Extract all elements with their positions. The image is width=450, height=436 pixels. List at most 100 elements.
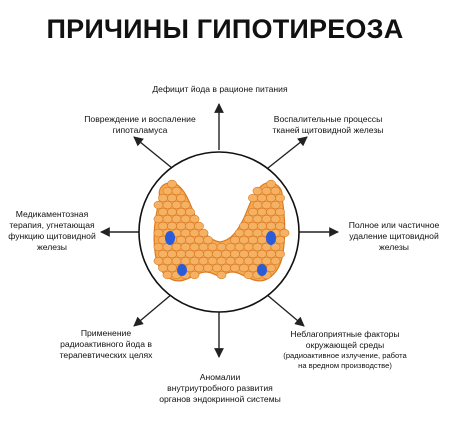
arrow-top-left [133, 136, 173, 169]
gland-cell [243, 270, 254, 280]
gland-cell [198, 242, 209, 252]
gland-cell [225, 242, 236, 252]
cause-bottom-right-line-1: Неблагоприятные факторы [290, 329, 400, 339]
gland-cell [207, 256, 218, 266]
gland-cell [153, 256, 164, 266]
gland-cell [171, 186, 182, 196]
gland-cell [221, 263, 231, 273]
cause-top-right-line-1: Воспалительные процессы [273, 114, 383, 124]
gland-cell [198, 256, 209, 266]
gland-cell [275, 221, 285, 231]
gland-cell [167, 221, 177, 231]
gland-cell [162, 256, 173, 266]
gland-cell [230, 263, 240, 273]
gland-cell [189, 214, 200, 224]
gland-cell [248, 193, 258, 203]
cause-bottom-left-line-3: терапевтических целях [59, 350, 153, 360]
cause-left-line-4: железы [37, 242, 67, 252]
gland-cell [261, 256, 272, 266]
gland-cell [252, 242, 263, 252]
gland-cell [180, 256, 191, 266]
gland-cell [176, 221, 186, 231]
gland-cell [252, 200, 263, 210]
cause-bottom-right-note-1: (радиоактивное излучение, работа [283, 351, 407, 360]
cause-bottom-line-3: органов эндокринной системы [159, 394, 281, 404]
gland-cell [189, 242, 200, 252]
gland-cell [221, 249, 231, 259]
gland-cell [162, 270, 173, 280]
gland-cell [171, 256, 182, 266]
gland-cell [266, 221, 276, 231]
gland-cell [270, 256, 281, 266]
gland-cell [248, 235, 258, 245]
gland-cell [207, 242, 218, 252]
gland-cell [176, 193, 186, 203]
gland-cell [266, 263, 276, 273]
gland-cell [185, 249, 195, 259]
gland-cell [212, 263, 222, 273]
gland-cell [189, 228, 200, 238]
gland-cells [153, 179, 290, 280]
gland-cell [243, 228, 254, 238]
gland-cell [257, 207, 267, 217]
gland-cell [176, 249, 186, 259]
nodule-left-lower [177, 264, 187, 276]
gland-cell [248, 263, 258, 273]
gland-cell [261, 186, 272, 196]
gland-cell [234, 228, 245, 238]
gland-cell [194, 235, 204, 245]
gland-cell [176, 235, 186, 245]
gland-cell [167, 179, 177, 189]
cause-top-right-line-2: тканей щитовидной железы [272, 125, 384, 135]
gland-cell [162, 186, 173, 196]
gland-cell [243, 214, 254, 224]
cause-bottom-right-note-2: на вредном производстве) [298, 361, 392, 370]
gland-cell [203, 263, 213, 273]
cause-top-right: Воспалительные процессы тканей щитовидно… [248, 114, 408, 136]
gland-cell [153, 214, 164, 224]
nodule-right-lower [257, 264, 267, 276]
gland-cell [167, 263, 177, 273]
arrow-top-right [267, 136, 308, 169]
gland-cell [158, 193, 168, 203]
gland-cell [239, 249, 249, 259]
cause-bottom-line-2: внутриутробного развития [167, 383, 273, 393]
cause-right-line-1: Полное или частичное [348, 220, 440, 230]
gland-cell [171, 214, 182, 224]
gland-cell [234, 242, 245, 252]
cause-left-line-1: Медикаментозная [15, 209, 89, 219]
gland-cell [171, 242, 182, 252]
gland-cell [270, 186, 281, 196]
cause-bottom-left: Применение радиоактивного йода в терапев… [46, 328, 166, 361]
cause-left-line-3: функцию щитовидной [8, 231, 96, 241]
gland-cell [261, 214, 272, 224]
gland-cell [162, 214, 173, 224]
gland-cell [180, 242, 191, 252]
gland-cell [257, 249, 267, 259]
gland-cell [239, 235, 249, 245]
cause-bottom-left-line-2: радиоактивного йода в [60, 339, 152, 349]
arrow-bottom-right [265, 293, 305, 327]
gland-cell [185, 235, 195, 245]
gland-cell [189, 270, 200, 280]
gland-cell [180, 228, 191, 238]
gland-cell [275, 235, 285, 245]
gland-cell [203, 249, 213, 259]
gland-cell [180, 214, 191, 224]
cause-left: Медикаментозная терапия, угнетающая функ… [4, 209, 100, 253]
gland-cell [158, 249, 168, 259]
gland-cell [230, 249, 240, 259]
gland-cell [185, 221, 195, 231]
gland-cell [266, 207, 276, 217]
gland-cell [153, 200, 164, 210]
cause-bottom-right: Неблагоприятные факторы окружающей среды… [270, 329, 420, 371]
cause-left-line-2: терапия, угнетающая [9, 220, 95, 230]
gland-cell [203, 235, 213, 245]
gland-cell [158, 207, 168, 217]
cause-top-line: Дефицит йода в рационе питания [152, 84, 288, 94]
cause-top-left-line-2: гипоталамуса [112, 125, 168, 135]
arrow-bottom-left [133, 293, 173, 327]
gland-cell [239, 263, 249, 273]
gland-cell [230, 235, 240, 245]
